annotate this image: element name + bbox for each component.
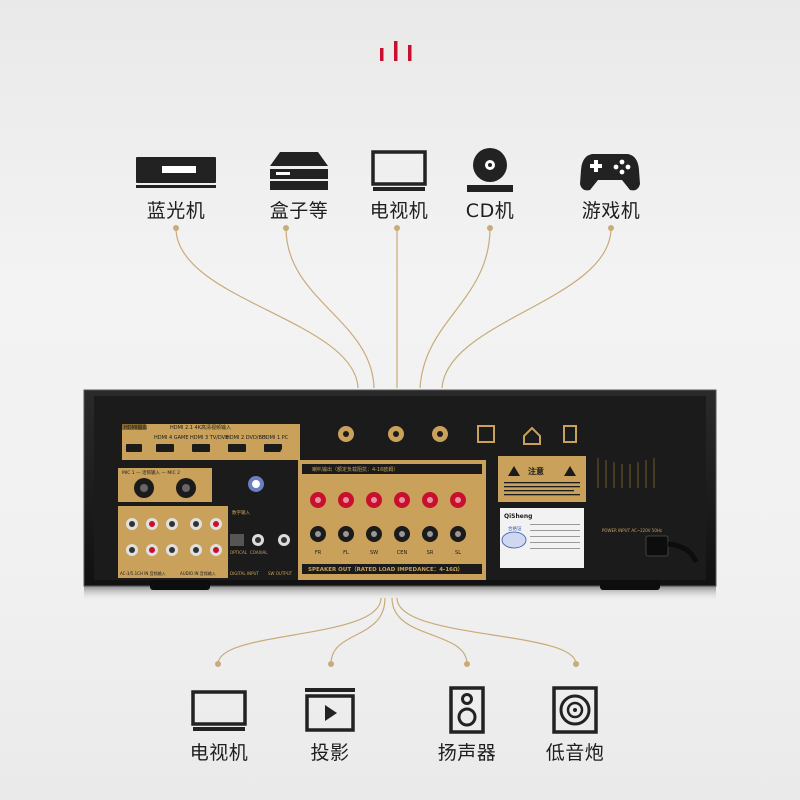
accent-mark xyxy=(377,40,417,62)
set-top-box-icon xyxy=(270,152,328,194)
bottom-label-digital: DIGITAL INPUT xyxy=(230,571,259,576)
bottom-label-ac3: AC-3/5.1CH IN 音频输入 xyxy=(120,570,166,576)
power-label: POWER INPUT AC~220V 50Hz xyxy=(602,528,662,533)
speaker-channel-fr: FR xyxy=(315,550,322,556)
input-label-cd: CD机 xyxy=(465,200,515,222)
optical-label: OPTICAL xyxy=(230,550,248,555)
output-label-projector: 投影 xyxy=(310,742,350,764)
input-label-gamepad: 游戏机 xyxy=(581,200,641,222)
mic-header: MIC 1 — 话筒输入 — MIC 2 xyxy=(122,469,180,476)
speaker-channel-fl: FL xyxy=(343,550,349,556)
speaker-channel-sr: SR xyxy=(427,550,434,556)
bottom-label-audio: AUDIO IN 音频输入 xyxy=(180,570,216,576)
speaker-icon xyxy=(449,686,485,738)
subwoofer-icon xyxy=(552,686,598,738)
hdmi-port-4-label: HDMI 4 GAME xyxy=(154,435,189,441)
input-label-tv: 电视机 xyxy=(369,200,429,222)
bottom-label-sw: SW OUTPUT xyxy=(268,571,293,576)
hdmi-in-header: HDMI 2.1 4K高清视频输入 xyxy=(170,424,231,431)
input-label-box: 盒子等 xyxy=(269,200,329,222)
hdmi-port-2-label: HDMI 2 DVD/BD xyxy=(226,435,266,441)
output-label-tv: 电视机 xyxy=(189,742,249,764)
speaker-header: 喇叭输出（额定负载阻抗：4-16欧姆） xyxy=(312,466,398,473)
hdmi-port-1-label: HDMI 1 PC xyxy=(262,435,289,441)
bluray-player-icon xyxy=(136,157,216,193)
cd-disc-icon xyxy=(467,147,513,197)
projector-play-icon xyxy=(305,688,355,736)
input-label-bluray: 蓝光机 xyxy=(146,200,206,222)
coaxial-label: COAXIAL xyxy=(250,550,268,555)
tv-icon xyxy=(371,150,427,196)
badge-4k: 4K xyxy=(280,447,294,457)
brand-label: QiSheng xyxy=(504,513,532,520)
speaker-channel-sl: SL xyxy=(455,550,461,556)
digital-header: 数字输入 xyxy=(232,509,250,516)
hdmi-port-3-label: HDMI 3 TV/DVB xyxy=(190,435,229,441)
output-label-subwoofer: 低音炮 xyxy=(545,742,605,764)
speaker-channel-sw: SW xyxy=(370,550,378,556)
gamepad-icon xyxy=(580,152,640,196)
speaker-out-label: SPEAKER OUT（RATED LOAD IMPEDANCE：4-16Ω） xyxy=(308,565,463,573)
cert-label: 合格证 xyxy=(508,525,522,532)
monitor-icon xyxy=(191,690,247,736)
speaker-channel-cen: CEN xyxy=(397,550,408,556)
output-label-speaker: 扬声器 xyxy=(437,742,497,764)
amplifier-rear-panel: HDMI输出 HDMI 2.1 4K高清视频输入 HDMI 4 GAME HDM… xyxy=(83,389,717,600)
hdmi-out-label: HDMI输出 xyxy=(124,424,147,431)
warning-title: 注意 xyxy=(528,466,544,476)
